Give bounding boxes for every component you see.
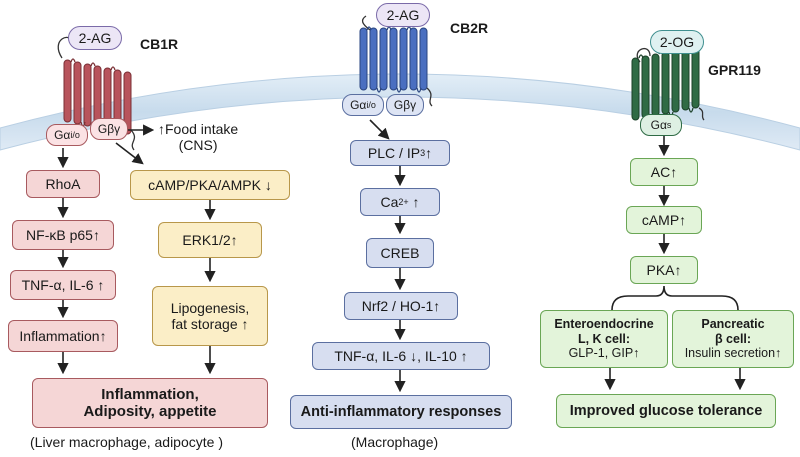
gpr119-ligand-2og: 2-OG [650,30,704,54]
ac-box: AC↑ [630,158,698,186]
calcium-arrow: ↑ [408,193,420,210]
pancreatic-line3: Insulin secretion↑ [684,346,782,361]
nrf2-ho1-box: Nrf2 / HO-1↑ [344,292,458,320]
cb1r-arrows [57,124,216,375]
lipogenesis-line2: fat storage ↑ [171,316,249,332]
enteroendocrine-line2: L, K cell: [577,331,631,346]
inflammation-box: Inflammation↑ [8,320,118,352]
pancreatic-line1: Pancreatic [701,317,765,332]
cb1r-outcome-box: Inflammation, Adiposity, appetite [32,378,268,428]
enteroendocrine-line1: Enteroendocrine [554,317,654,332]
cb2r-ligand-2ag: 2-AG [376,3,430,27]
plc-ip3-sub: 3 [420,147,426,158]
cb1r-receptor-label: CB1R [140,36,179,52]
food-intake-line1: ↑Food intake [158,121,239,137]
cb2r-g-alpha-text: Gα [350,98,367,112]
camp-pka-ampk-box: cAMP/PKA/AMPK ↓ [130,170,290,200]
cb2r-g-alpha-sub: i/o [366,100,376,110]
calcium-text: Ca [380,193,399,210]
lipogenesis-box: Lipogenesis, fat storage ↑ [152,286,268,346]
pka-box: PKA↑ [630,256,698,284]
enteroendocrine-line3: GLP-1, GIP↑ [568,346,640,361]
gpr119-receptor-label: GPR119 [708,62,761,78]
erk-box: ERK1/2↑ [158,222,262,258]
cb1r-cell-note: (Liver macrophage, adipocyte ) [30,434,223,450]
calcium-sup: 2+ [398,196,409,207]
cb1r-g-alpha-text: Gα [54,128,71,142]
gpr119-outcome-box: Improved glucose tolerance [556,394,776,428]
rhoa-box: RhoA [26,170,100,198]
cb1r-g-alpha-sub: i/o [70,130,80,140]
cb1r-ligand-2ag: 2-AG [68,26,122,50]
plc-ip3-arrow: ↑ [425,144,433,161]
cb1r-g-beta-gamma-subunit: Gβγ [90,118,128,140]
plc-ip3-text: PLC / IP [367,144,421,161]
cb1r-receptor-icon [57,36,136,151]
cb2r-outcome-box: Anti-inflammatory responses [290,395,512,429]
cytokine-box: TNF-α, IL-6 ↓, IL-10 ↑ [312,342,490,370]
nfkb-box: NF-κB p65↑ [12,220,114,250]
cb2r-g-beta-gamma-subunit: Gβγ [386,94,424,116]
cb2r-cell-note: (Macrophage) [351,434,439,450]
branch-bracket [611,285,739,311]
gpr119-g-alpha-text: Gα [650,118,667,132]
gpr119-arrows [604,136,746,391]
tnf-il6-box: TNF-α, IL-6 ↑ [10,270,116,300]
cb2r-receptor-label: CB2R [450,20,489,36]
food-intake-note: ↑Food intake (CNS) [158,121,238,153]
pancreatic-line2: β cell: [714,331,752,346]
cb1r-outcome-line2: Adiposity, appetite [83,403,217,420]
gpr119-g-alpha-sub: s [666,120,672,130]
cb2r-receptor-icon [359,15,433,107]
creb-box: CREB [366,238,434,268]
enteroendocrine-box: Enteroendocrine L, K cell: GLP-1, GIP↑ [540,310,668,368]
cb2r-arrows [369,119,406,393]
lipogenesis-line1: Lipogenesis, [170,299,250,316]
cell-membrane [0,73,800,151]
pancreatic-box: Pancreatic β cell: Insulin secretion↑ [672,310,794,368]
food-intake-line2: (CNS) [178,137,218,153]
camp-box: cAMP↑ [626,206,702,234]
gpr119-receptor-icon [631,45,705,121]
cb1r-outcome-line1: Inflammation, [101,385,199,403]
